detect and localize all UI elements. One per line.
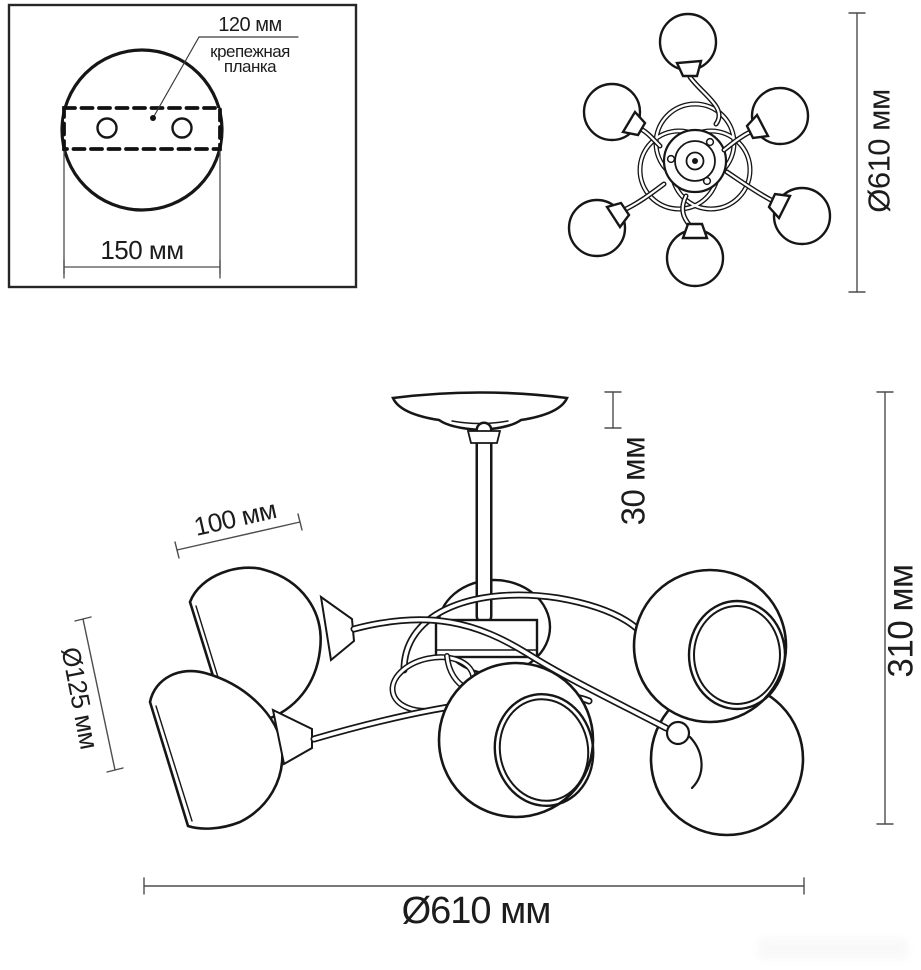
panel-border [7, 3, 358, 289]
ceiling-cup-circle [60, 48, 224, 212]
dim-label-total-height: 310 мм [881, 564, 921, 678]
leader-line [150, 36, 299, 121]
shade-lower-left [148, 669, 313, 830]
dim-610-top [848, 12, 866, 293]
shade-bottom-center [437, 661, 595, 819]
lower-right-socket [665, 720, 703, 790]
dim-610-bottom [143, 877, 805, 895]
side-view-drawing [74, 391, 894, 895]
dim-label-canopy-height: 30 мм [614, 436, 652, 526]
dim-label-topview-diameter: Ø610 мм [861, 89, 897, 213]
dim-label-hole-spacing: 120 мм [218, 14, 282, 36]
dim-label-total-diameter: Ø610 мм [401, 890, 552, 932]
dim-150 [63, 149, 221, 279]
shades-top-view [567, 12, 832, 288]
shade-upper-right [632, 568, 788, 724]
top-view-drawing [567, 12, 866, 293]
dim-310 [876, 391, 894, 825]
screw-hole-right [171, 117, 193, 139]
mounting-bracket-outline [62, 106, 222, 151]
hub-center [662, 128, 728, 194]
stem-rod [466, 430, 502, 616]
dim-30 [604, 391, 622, 429]
watermark-smudge [758, 938, 908, 960]
dim-125 [74, 616, 124, 773]
bracket-label: крепежная планка [210, 42, 290, 76]
screw-hole-left [96, 117, 118, 139]
mounting-plate-drawing [7, 3, 358, 289]
dim-100 [174, 513, 303, 559]
dim-label-plate-width: 150 мм [100, 235, 184, 265]
ceiling-canopy [391, 391, 569, 432]
